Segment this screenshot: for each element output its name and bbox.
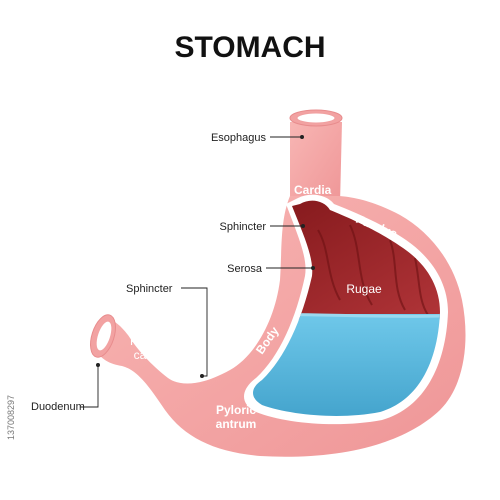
esophagus bbox=[289, 109, 343, 204]
label-esophagus: Esophagus bbox=[211, 132, 267, 144]
label-pyloric-canal-line1: Pyloric bbox=[130, 334, 166, 348]
label-pyloric-antrum-line2: antrum bbox=[216, 417, 257, 431]
callout-sphincter-upper: Sphincter bbox=[220, 221, 305, 233]
callout-esophagus: Esophagus bbox=[211, 132, 304, 144]
label-pyloric-antrum-line1: Pyloric bbox=[216, 403, 256, 417]
callout-serosa: Serosa bbox=[227, 263, 315, 275]
callout-sphincter-lower: Sphincter bbox=[126, 283, 208, 378]
label-sphincter-lower: Sphincter bbox=[126, 283, 173, 295]
label-rugae: Rugae bbox=[346, 282, 382, 296]
label-pyloric-canal-line2: canal bbox=[134, 348, 163, 362]
label-cardia: Cardia bbox=[294, 183, 332, 197]
label-sphincter-upper: Sphincter bbox=[220, 221, 267, 233]
watermark-id: 137008297 bbox=[6, 395, 16, 440]
diagram-title: STOMACH bbox=[174, 31, 325, 64]
label-serosa: Serosa bbox=[227, 263, 263, 275]
callout-duodenum: Duodenum bbox=[31, 363, 100, 413]
label-duodenum: Duodenum bbox=[31, 401, 85, 413]
